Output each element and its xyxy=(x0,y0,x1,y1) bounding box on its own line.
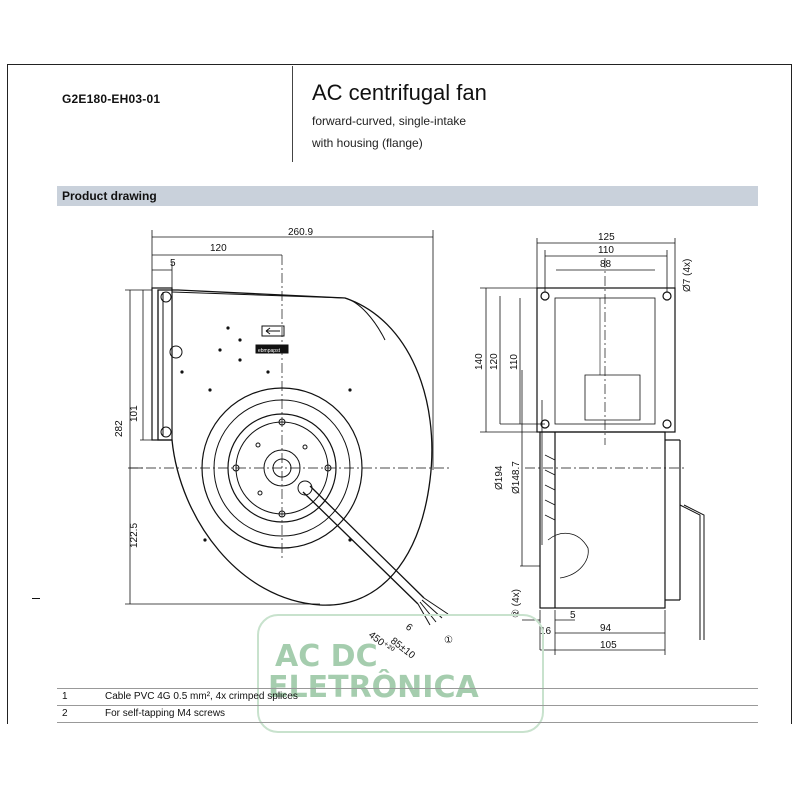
section-header-bar xyxy=(57,186,758,206)
section-title: Product drawing xyxy=(62,189,157,203)
dim-2-4x: ② (4x) xyxy=(511,589,522,618)
frame-right-border xyxy=(791,64,792,724)
dim-101: 101 xyxy=(129,405,140,422)
callout-1: ① xyxy=(444,635,453,646)
dim-5-top: 5 xyxy=(170,258,176,269)
note-2-number: 2 xyxy=(62,708,68,719)
note-2-text: For self-tapping M4 screws xyxy=(105,708,226,719)
watermark-line-2: ELETRÔNICA xyxy=(268,668,479,705)
notes-top-rule xyxy=(57,688,758,689)
side-view-fins xyxy=(544,454,556,521)
notes-bottom-rule xyxy=(57,722,758,723)
side-view-flange xyxy=(536,287,676,433)
dim-105: 105 xyxy=(600,640,617,651)
frame-top-border xyxy=(7,64,792,65)
dim-5-bottom: 5 xyxy=(570,610,576,621)
dim-260-9: 260.9 xyxy=(288,227,313,238)
fan-brand-label: ebmpapst xyxy=(258,348,281,354)
dim-110-top: 110 xyxy=(598,245,614,256)
dim-148-7: Ø148.7 xyxy=(511,461,522,494)
product-subtitle-2: with housing (flange) xyxy=(312,136,423,150)
model-number: G2E180-EH03-01 xyxy=(62,92,161,106)
dim-120-v: 120 xyxy=(489,353,500,370)
side-view-motor xyxy=(539,431,705,640)
side-view-dimension-lines xyxy=(480,238,676,655)
front-view-cable xyxy=(302,485,449,626)
notes-middle-rule xyxy=(57,705,758,706)
front-view-holes xyxy=(180,326,352,542)
dim-110-v: 110 xyxy=(509,354,520,370)
dim-94: 94 xyxy=(600,623,612,634)
dim-7-4x: Ø7 (4x) xyxy=(682,259,693,292)
dim-6: 6 xyxy=(403,622,415,634)
watermark: AC DC ELETRÔNICA xyxy=(257,614,544,733)
frame-left-border xyxy=(7,64,8,724)
watermark-line-1: AC DC xyxy=(275,639,378,674)
dim-88: 88 xyxy=(600,259,612,270)
note-1-number: 1 xyxy=(62,691,68,702)
product-subtitle-1: forward-curved, single-intake xyxy=(312,114,467,128)
dim-125: 125 xyxy=(598,232,615,243)
dim-122-5: 122.5 xyxy=(129,523,140,548)
dim-282: 282 xyxy=(114,420,125,437)
dim-194: Ø194 xyxy=(494,465,505,490)
dim-140: 140 xyxy=(474,353,485,370)
dim-120: 120 xyxy=(210,243,227,254)
margin-mark xyxy=(32,598,40,599)
note-1-text: Cable PVC 4G 0.5 mm², 4x crimped splices xyxy=(105,691,298,702)
header-divider xyxy=(292,66,293,162)
front-view-dimension-lines xyxy=(125,230,434,605)
dim-16: 16 xyxy=(540,626,552,637)
front-view-housing xyxy=(151,287,433,606)
product-title: AC centrifugal fan xyxy=(312,80,487,105)
